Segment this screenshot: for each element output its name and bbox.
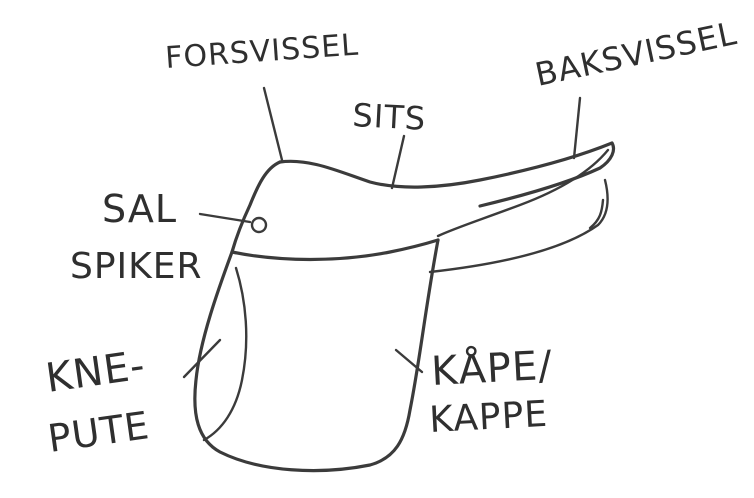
label-pute: PUTE <box>45 403 152 461</box>
saddle-drawing <box>195 143 614 471</box>
labels: FORSVISSEL SITS BAKSVISSEL SAL SPIKER KN… <box>43 14 740 461</box>
label-spiker: SPIKER <box>70 246 203 287</box>
saddle-waist-line <box>232 240 438 260</box>
label-sits: SITS <box>352 96 427 138</box>
saddle-nail <box>252 218 266 232</box>
leader-sits <box>392 136 404 188</box>
leader-forsvissel <box>264 88 282 160</box>
leader-baksvissel <box>574 98 580 158</box>
label-kappe: KAPPE <box>428 394 549 441</box>
label-kape: KÅPE/ <box>430 341 554 395</box>
saddle-cantle-inner <box>438 150 608 236</box>
label-baksvissel: BAKSVISSEL <box>532 14 741 94</box>
saddle-knee-pad <box>204 268 246 440</box>
saddle-panel-back <box>430 180 608 272</box>
saddle-panel-back-lower <box>590 200 603 228</box>
saddle-seat-outline <box>280 143 612 187</box>
saddle-pommel <box>232 162 280 252</box>
label-kne: KNE- <box>43 342 148 401</box>
label-forsvissel: FORSVISSEL <box>164 28 360 76</box>
label-sal: SAL <box>102 187 177 231</box>
